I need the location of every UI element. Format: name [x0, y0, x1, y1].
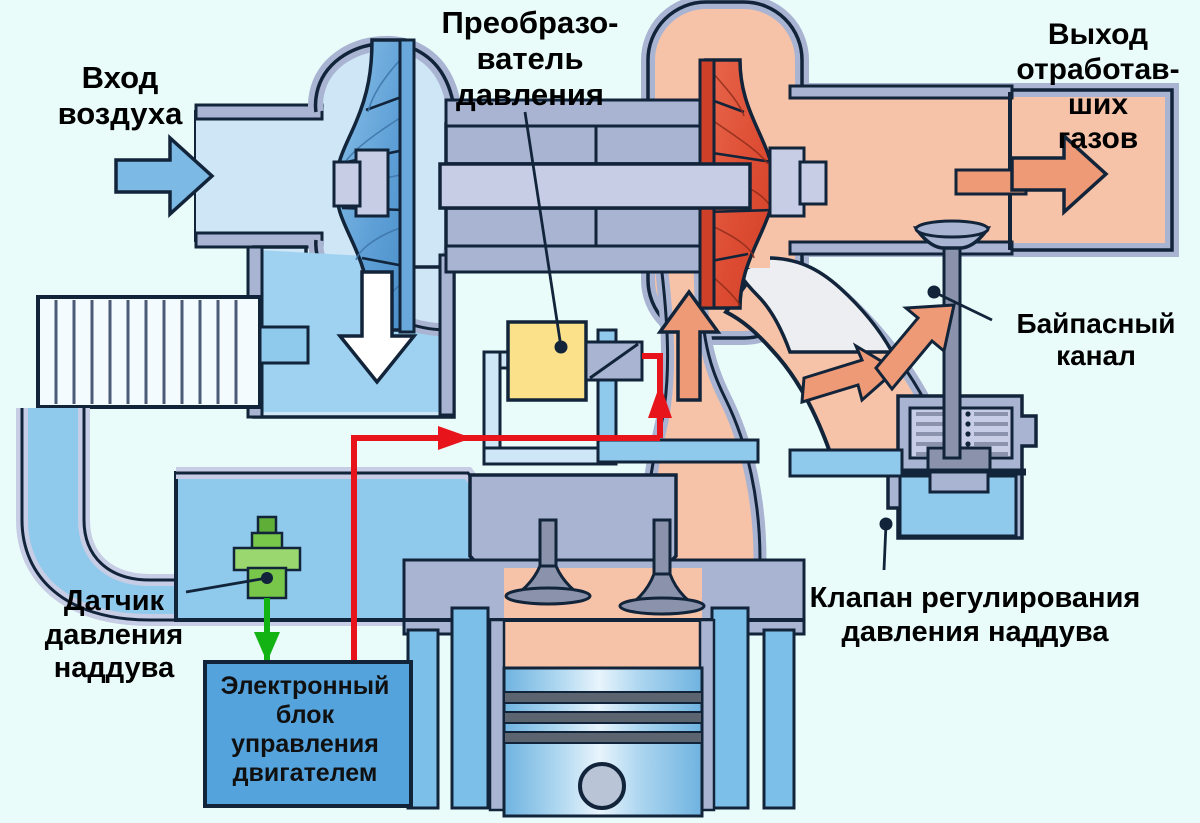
coolant-jacket-right [710, 606, 750, 810]
control-line-arrow-right [438, 426, 472, 450]
piston [502, 666, 704, 818]
intake-valve [504, 518, 592, 606]
air-inlet-arrow [114, 134, 215, 218]
piston-ring-1 [503, 691, 703, 704]
control-line-arrow-up [648, 384, 672, 418]
piston-pin [578, 762, 626, 810]
exhaust-up-arrow [656, 289, 722, 402]
engine-ecu [203, 660, 413, 808]
pressure-converter [506, 320, 644, 402]
sensor-signal-arrow [254, 632, 280, 662]
callout-leaders [185, 111, 993, 594]
compressed-air-down-arrow [336, 270, 418, 385]
cylinder-head [402, 518, 806, 818]
piston-ring-3 [503, 731, 703, 744]
wastegate-actuator [788, 219, 1038, 540]
bypass-arrow-2 [874, 303, 956, 392]
sensor-signal-line [254, 598, 280, 662]
intercooler [36, 295, 310, 409]
exhaust-valve [618, 518, 706, 616]
turbo-shaft [438, 162, 752, 210]
piston-ring-2 [503, 711, 703, 724]
coolant-jacket-left [450, 606, 490, 810]
bypass-arrow-1 [800, 342, 899, 405]
exhaust-outlet-arrow [1010, 132, 1109, 216]
